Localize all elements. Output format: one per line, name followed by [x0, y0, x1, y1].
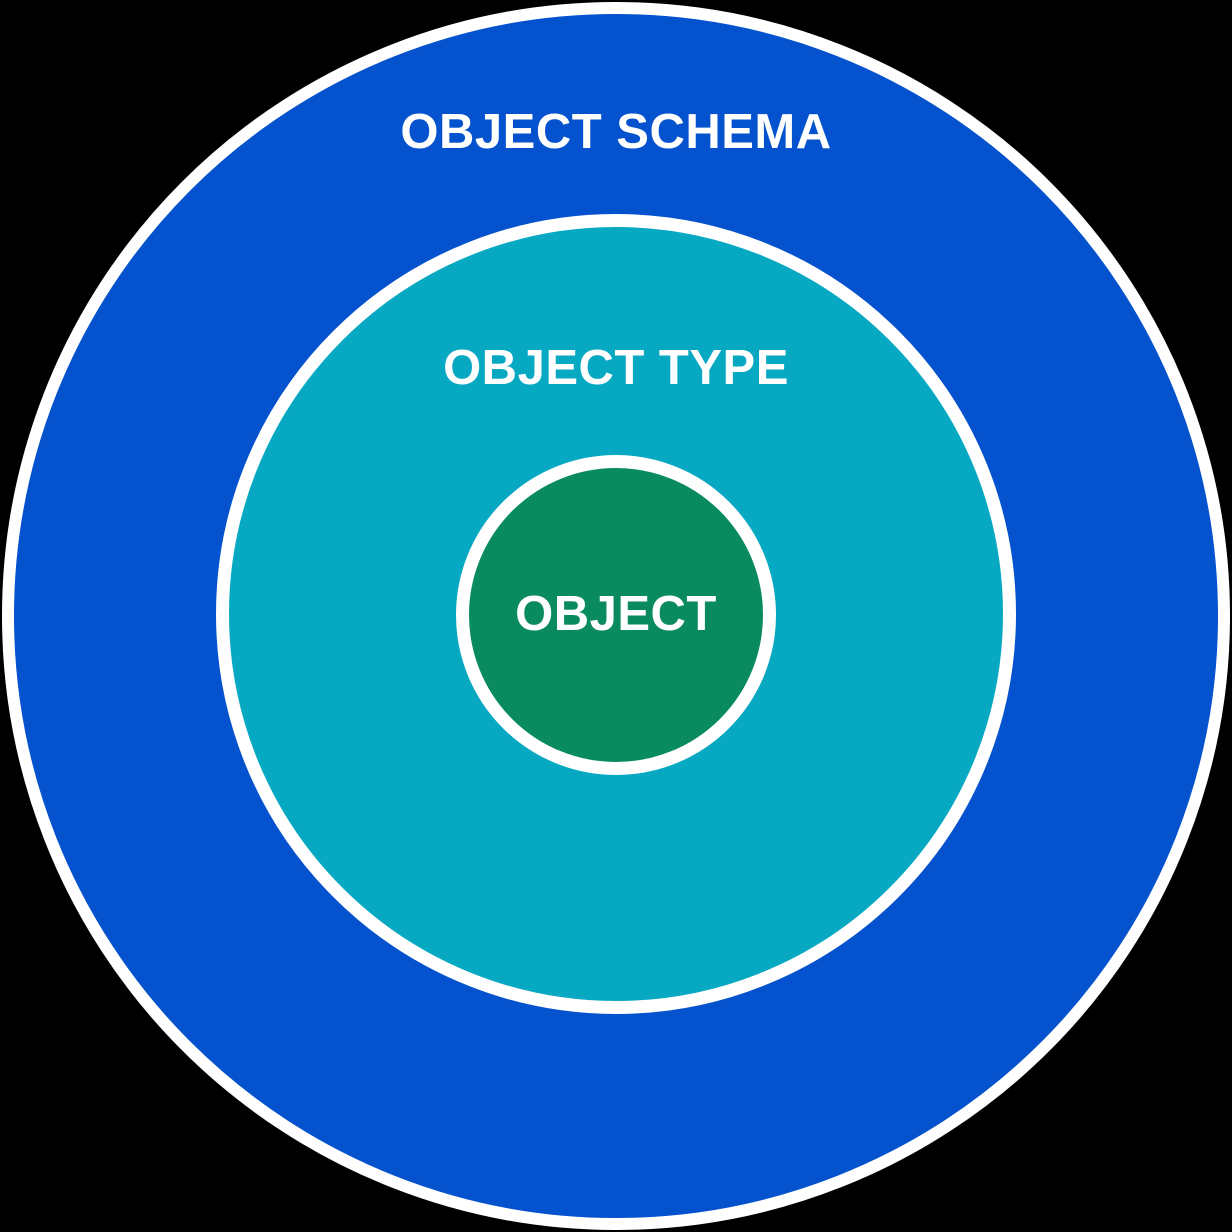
object-label: OBJECT [515, 587, 717, 641]
object-type-label: OBJECT TYPE [443, 341, 789, 395]
object-schema-label: OBJECT SCHEMA [400, 105, 832, 159]
